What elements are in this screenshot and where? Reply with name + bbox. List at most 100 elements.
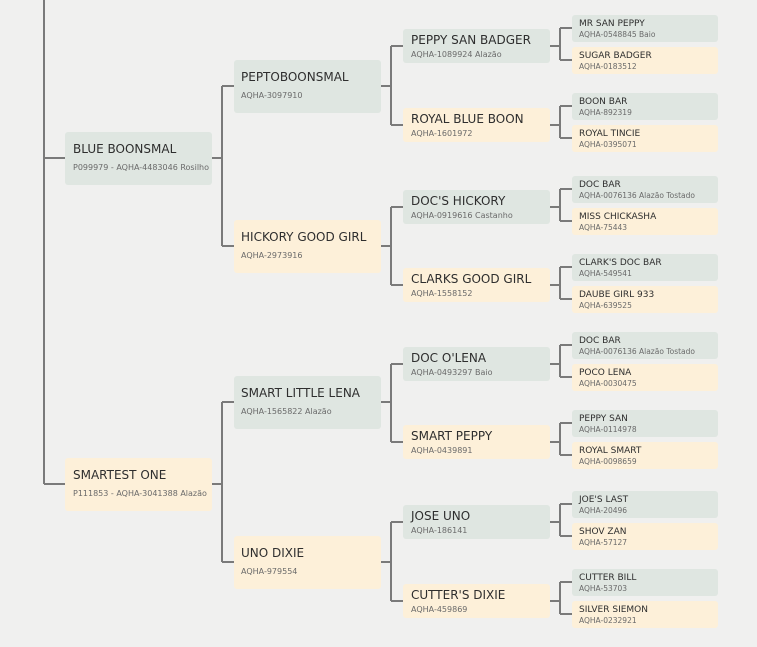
horse-name: POCO LENA [579, 367, 632, 378]
connector-sire-dam-dam [550, 266, 572, 300]
horse-registration: AQHA-0076136 Alazão Tostado [579, 346, 696, 356]
horse-name: SMARTEST ONE [73, 467, 167, 482]
horse-name: CUTTER BILL [579, 572, 637, 583]
horse-registration: AQHA-0439891 [411, 446, 473, 455]
horse-registration: AQHA-0114978 [579, 424, 637, 434]
horse-name: DOC BAR [579, 335, 621, 346]
horse-registration: AQHA-0030475 [579, 378, 637, 388]
horse-name: HICKORY GOOD GIRL [241, 229, 367, 244]
connector-dam-sire-dam [550, 422, 572, 456]
horse-name: SHOV ZAN [579, 526, 627, 537]
horse-name: SMART LITTLE LENA [241, 385, 360, 400]
connector-dam-sire-sire [550, 344, 572, 378]
horse-name: MISS CHICKASHA [579, 211, 657, 222]
horse-name: BOON BAR [579, 96, 628, 107]
horse-registration: AQHA-1565822 Alazão [241, 406, 332, 416]
horse-name: JOE'S LAST [579, 494, 629, 505]
horse-name: JOSE UNO [411, 509, 471, 523]
horse-card-dam-dam-dam[interactable]: CUTTER'S DIXIE AQHA-459869 [403, 584, 550, 618]
connector-sire-sire-dam [550, 105, 572, 139]
horse-registration: AQHA-53703 [579, 583, 628, 593]
horse-card-dam-dam-sire[interactable]: JOSE UNO AQHA-186141 [403, 505, 550, 539]
horse-name: PEPTOBOONSMAL [241, 69, 349, 84]
horse-name: DOC BAR [579, 179, 621, 190]
horse-registration: AQHA-0493297 Baio [411, 368, 493, 377]
horse-name: SUGAR BADGER [579, 50, 652, 61]
horse-card-dam-sire-dam[interactable]: SMART PEPPY AQHA-0439891 [403, 425, 550, 459]
horse-name: SMART PEPPY [411, 429, 493, 443]
horse-registration: P099979 - AQHA-4483046 Rosilho [73, 162, 210, 172]
horse-name: MR SAN PEPPY [579, 18, 645, 29]
connector-root [43, 0, 65, 485]
horse-card-sire-sire[interactable]: PEPTOBOONSMAL AQHA-3097910 [234, 59, 381, 113]
horse-name: CLARKS GOOD GIRL [411, 272, 532, 286]
horse-name: UNO DIXIE [241, 545, 305, 560]
horse-registration: AQHA-0232921 [579, 615, 637, 625]
horse-registration: P111853 - AQHA-3041388 Alazão [73, 488, 207, 498]
horse-registration: AQHA-979554 [241, 566, 298, 576]
horse-name: BLUE BOONSMAL [73, 141, 177, 156]
horse-registration: AQHA-3097910 [241, 90, 303, 100]
horse-card-sire-dam-dam[interactable]: CLARKS GOOD GIRL AQHA-1558152 [403, 268, 550, 302]
horse-name: DAUBE GIRL 933 [579, 289, 655, 300]
horse-registration: AQHA-459869 [411, 605, 468, 614]
horse-name: ROYAL SMART [579, 445, 642, 456]
horse-card-dam[interactable]: SMARTEST ONE P111853 - AQHA-3041388 Alazã… [65, 457, 212, 511]
horse-name: ROYAL TINCIE [579, 128, 641, 139]
connector-sire-sire [381, 45, 403, 126]
horse-registration: AQHA-186141 [411, 526, 468, 535]
horse-name: CLARK'S DOC BAR [579, 257, 662, 268]
horse-name: PEPPY SAN BADGER [411, 33, 531, 47]
connector-sire-dam-sire [550, 188, 572, 222]
horse-registration: AQHA-57127 [579, 537, 628, 547]
connector-dam-sire [381, 363, 403, 443]
horse-name: CUTTER'S DIXIE [411, 588, 506, 602]
horse-name: SILVER SIEMON [579, 604, 648, 615]
horse-name: DOC O'LENA [411, 351, 487, 365]
horse-card-dam-sire-sire[interactable]: DOC O'LENA AQHA-0493297 Baio [403, 347, 550, 381]
horse-registration: AQHA-75443 [579, 222, 628, 232]
horse-registration: AQHA-0076136 Alazão Tostado [579, 190, 696, 200]
horse-registration: AQHA-0183512 [579, 61, 637, 71]
horse-registration: AQHA-20496 [579, 505, 628, 515]
horse-registration: AQHA-1089924 Alazão [411, 50, 502, 59]
horse-registration: AQHA-0919616 Castanho [411, 211, 513, 220]
horse-registration: AQHA-1558152 [411, 289, 473, 298]
horse-registration: AQHA-1601972 [411, 129, 473, 138]
horse-registration: AQHA-0098659 [579, 456, 637, 466]
horse-card-sire[interactable]: BLUE BOONSMAL P099979 - AQHA-4483046 Rosi… [65, 131, 212, 185]
horse-registration: AQHA-549541 [579, 268, 632, 278]
horse-registration: AQHA-892319 [579, 107, 632, 117]
connector-dam [212, 401, 234, 563]
horse-registration: AQHA-0395071 [579, 139, 637, 149]
connector-sire-dam [381, 206, 403, 286]
connector-dam-dam-dam [550, 581, 572, 615]
horse-card-dam-sire[interactable]: SMART LITTLE LENA AQHA-1565822 Alazão [234, 375, 381, 429]
horse-registration: AQHA-639525 [579, 300, 632, 310]
horse-name: PEPPY SAN [579, 413, 628, 424]
horse-card-sire-sire-sire[interactable]: PEPPY SAN BADGER AQHA-1089924 Alazão [403, 29, 550, 63]
horse-card-dam-dam[interactable]: UNO DIXIE AQHA-979554 [234, 535, 381, 589]
connector-sire-sire-sire [550, 27, 572, 61]
